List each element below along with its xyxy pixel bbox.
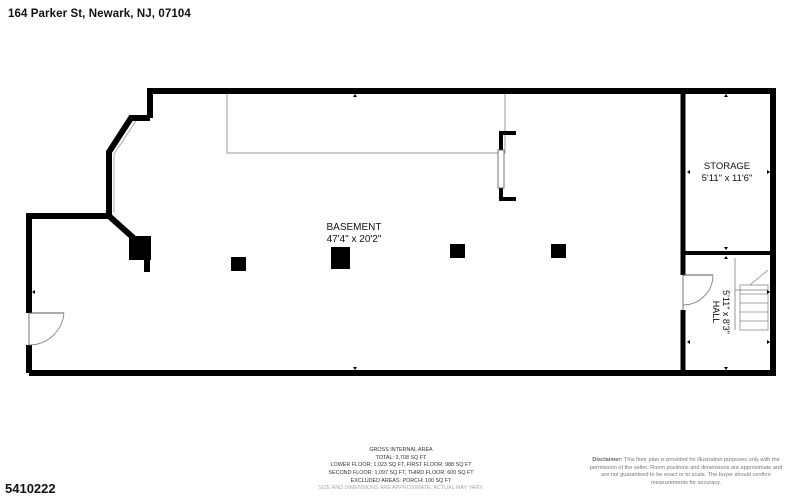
- gross-area-note: SIZE AND DIMENSIONS ARE APPROXIMATE, ACT…: [318, 485, 484, 492]
- svg-text:5'11" x 11'6": 5'11" x 11'6": [702, 173, 753, 184]
- gross-area-summary: GROSS INTERNAL AREA TOTAL: 3,708 sq ft L…: [300, 447, 502, 493]
- bay-window-lines: [113, 120, 137, 212]
- room-label-basement: BASEMENT 47'4" x 20'2": [326, 222, 381, 245]
- hall-door: [679, 274, 714, 310]
- disclaimer-label: Disclaimer:: [592, 457, 623, 463]
- gross-area-total: TOTAL: 3,708 sq ft: [375, 454, 427, 461]
- property-address: 164 Parker St, Newark, NJ, 07104: [8, 8, 191, 20]
- window-glass: [497, 149, 505, 189]
- room-label-hall: HALL 5'11" x 8'3": [711, 290, 731, 334]
- stairs: [739, 269, 769, 331]
- gross-area-title: GROSS INTERNAL AREA: [369, 447, 433, 453]
- interior-walls: [680, 94, 770, 370]
- exterior-walls: [26, 88, 776, 376]
- listing-id: 5410222: [5, 481, 56, 496]
- dimension-ticks: [32, 94, 770, 370]
- svg-text:STORAGE: STORAGE: [704, 161, 750, 172]
- gross-area-line2: SECOND FLOOR: 1,097 sq ft, THIRD FLOOR: …: [328, 470, 474, 477]
- columns: [129, 236, 566, 271]
- svg-text:47'4" x 20'2": 47'4" x 20'2": [327, 234, 382, 245]
- room-label-storage: STORAGE 5'11" x 11'6": [702, 161, 753, 184]
- disclaimer-text: This floor plan is provided for illustra…: [589, 457, 783, 486]
- svg-text:HALL: HALL: [711, 301, 721, 324]
- gross-area-excluded: EXCLUDED AREAS: PORCH: 100 sq ft: [350, 477, 452, 484]
- entry-door: [25, 312, 65, 346]
- gross-area-line1: LOWER FLOOR: 1,023 sq ft, FIRST FLOOR: 9…: [330, 462, 472, 469]
- interior-thin-lines: [226, 91, 768, 330]
- svg-text:5'11" x 8'3": 5'11" x 8'3": [721, 290, 731, 334]
- disclaimer: Disclaimer: This floor plan is provided …: [588, 457, 784, 487]
- svg-text:BASEMENT: BASEMENT: [326, 222, 381, 233]
